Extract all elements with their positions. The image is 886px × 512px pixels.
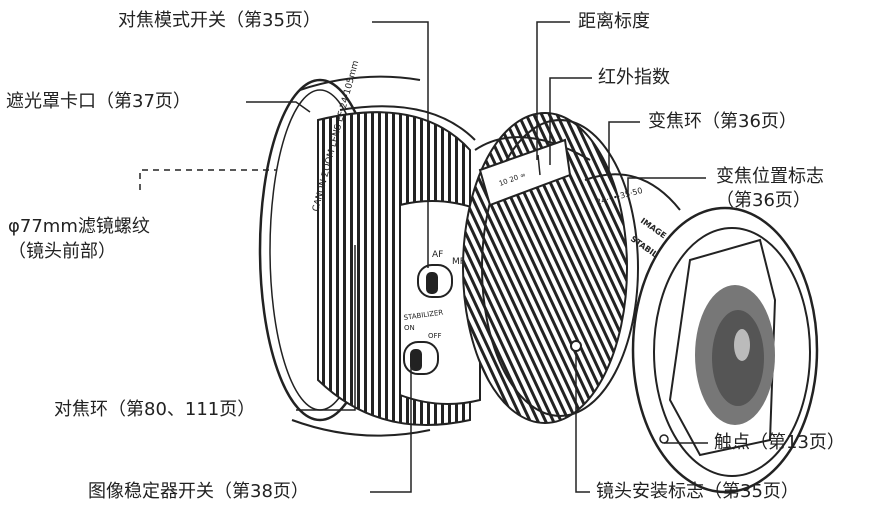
- label-focus-mode-switch: 对焦模式开关（第35页）: [118, 10, 321, 31]
- label-contacts: 触点（第13页）: [714, 432, 845, 453]
- label-zoom-position-1: 变焦位置标志: [716, 166, 824, 187]
- label-mount-index: 镜头安装标志（第35页）: [596, 481, 799, 502]
- label-focus-ring: 对焦环（第80、111页）: [54, 399, 256, 420]
- contact-dot: [659, 434, 669, 444]
- badge-line1: IMAGE: [639, 216, 668, 240]
- label-filter-thread-1: φ77mm滤镜螺纹: [8, 216, 150, 237]
- label-hood-mount: 遮光罩卡口（第37页）: [6, 91, 191, 112]
- switch-af: AF: [432, 250, 443, 260]
- switch-panel: AF MF STABILIZER ON OFF: [399, 200, 481, 405]
- rear-mount: [570, 206, 819, 494]
- label-zoom-ring: 变焦环（第36页）: [648, 111, 797, 132]
- switch-mf: MF: [452, 257, 465, 267]
- label-filter-thread-2: （镜头前部）: [8, 241, 116, 262]
- label-infrared-index: 红外指数: [598, 67, 670, 88]
- switch-on: ON: [404, 324, 415, 332]
- mount-index-dot: [570, 340, 582, 352]
- switch-off: OFF: [428, 332, 442, 340]
- label-distance-scale: 距离标度: [578, 11, 650, 32]
- label-stabilizer-switch: 图像稳定器开关（第38页）: [88, 481, 309, 502]
- leader-lines: [139, 21, 708, 493]
- label-zoom-position-2: （第36页）: [716, 190, 811, 211]
